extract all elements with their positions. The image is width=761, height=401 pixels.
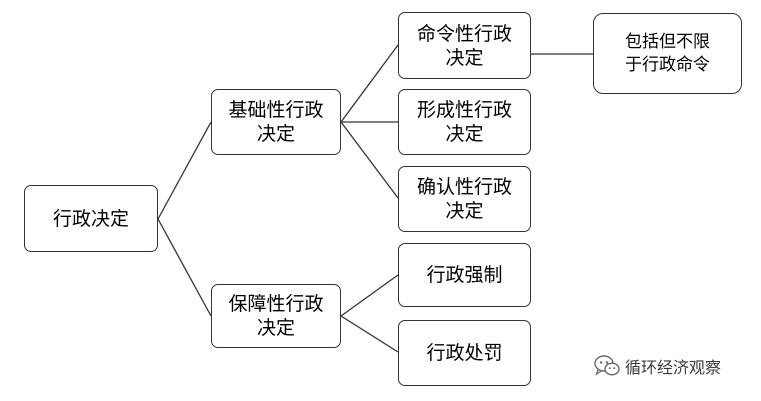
- node-note-line1: 包括但不限: [625, 31, 710, 52]
- watermark-text: 循环经济观察: [625, 358, 722, 377]
- node-enforcement: 行政强制: [398, 243, 531, 307]
- watermark: 循环经济观察: [593, 354, 721, 378]
- node-imperative: 命令性行政 决定: [398, 12, 531, 79]
- node-confirmatory-line2: 决定: [445, 200, 484, 222]
- node-root-label: 行政决定: [52, 207, 129, 230]
- node-confirmatory-line1: 确认性行政: [416, 176, 512, 198]
- node-note: 包括但不限 于行政命令: [593, 13, 742, 94]
- node-guarantee-line2: 决定: [256, 317, 295, 339]
- node-basic-line2: 决定: [256, 123, 295, 145]
- node-imperative-line1: 命令性行政: [416, 22, 512, 45]
- connector-basic-imperative: [340, 44, 399, 123]
- connector-root-guarantee: [157, 218, 212, 317]
- connector-basic-confirmatory: [340, 121, 399, 199]
- node-guarantee: 保障性行政 决定: [211, 284, 341, 348]
- connector-root-basic: [157, 121, 212, 220]
- connector-guarantee-enforcement: [340, 274, 399, 317]
- node-formative-line1: 形成性行政: [416, 99, 512, 121]
- node-formative-line2: 决定: [445, 123, 484, 145]
- node-formative: 形成性行政 决定: [398, 89, 531, 155]
- node-basic: 基础性行政 决定: [211, 89, 341, 155]
- node-penalty-label: 行政处罚: [426, 342, 503, 364]
- node-guarantee-line1: 保障性行政: [228, 293, 324, 315]
- node-enforcement-label: 行政强制: [426, 264, 503, 286]
- node-imperative-line2: 决定: [445, 46, 484, 69]
- node-basic-line1: 基础性行政: [228, 99, 324, 121]
- connector-guarantee-penalty: [340, 315, 399, 353]
- wechat-icon: [594, 355, 620, 376]
- node-note-line2: 于行政命令: [625, 54, 710, 75]
- node-confirmatory: 确认性行政 决定: [398, 166, 531, 232]
- node-penalty: 行政处罚: [398, 320, 531, 386]
- node-root: 行政决定: [24, 185, 158, 252]
